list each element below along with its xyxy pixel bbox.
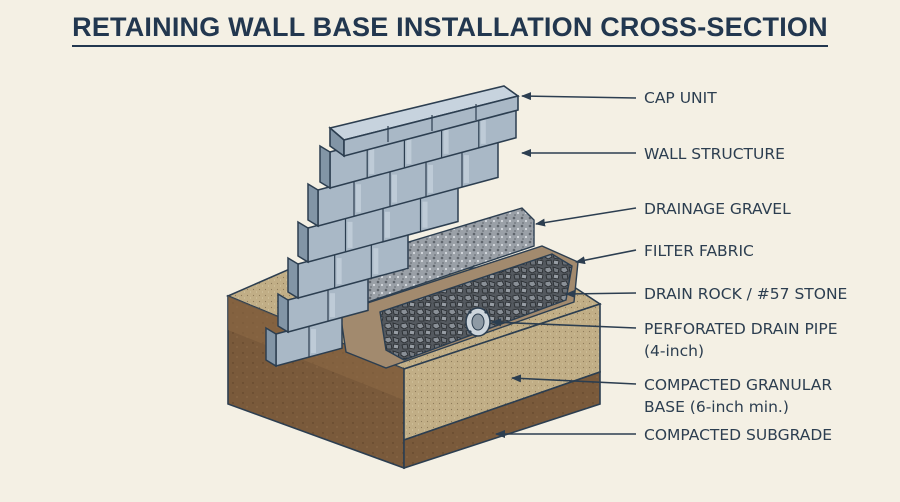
leader-arrow-drainage-gravel — [535, 207, 637, 227]
label-cap-unit: CAP UNIT — [644, 89, 717, 107]
wall-course — [297, 186, 459, 264]
label-compacted-granular-base: BASE (6-inch min.) — [644, 398, 789, 416]
label-perforated-drain-pipe: (4-inch) — [644, 342, 704, 360]
leader-arrow-perforated-drain-pipe — [491, 318, 637, 329]
wall-course — [287, 233, 409, 300]
leader-arrow-compacted-granular-base — [511, 374, 637, 385]
label-drain-rock: DRAIN ROCK / #57 STONE — [644, 285, 847, 303]
label-perforated-drain-pipe: PERFORATED DRAIN PIPE — [644, 320, 838, 338]
leader-arrow-drain-rock — [565, 289, 637, 298]
leader-arrow-cap-unit — [521, 92, 637, 101]
drain-pipe — [465, 307, 491, 337]
drain-rock-trench — [379, 253, 573, 361]
leader-arrow-filter-fabric — [575, 249, 637, 265]
callout-labels: CAP UNIT WALL STRUCTURE DRAINAGE GRAVEL FIL… — [644, 89, 847, 444]
label-drainage-gravel: DRAINAGE GRAVEL — [644, 200, 791, 218]
cap-unit-shape — [328, 85, 520, 158]
label-filter-fabric: FILTER FABRIC — [644, 242, 754, 260]
leader-arrows — [491, 92, 637, 438]
diagram-title: RETAINING WALL BASE INSTALLATION CROSS-S… — [0, 12, 900, 47]
wall-course — [265, 315, 343, 368]
label-wall-structure: WALL STRUCTURE — [644, 145, 785, 163]
label-compacted-granular-base: COMPACTED GRANULAR — [644, 376, 832, 394]
subgrade-layer — [403, 370, 601, 470]
label-compacted-subgrade: COMPACTED SUBGRADE — [644, 426, 832, 444]
